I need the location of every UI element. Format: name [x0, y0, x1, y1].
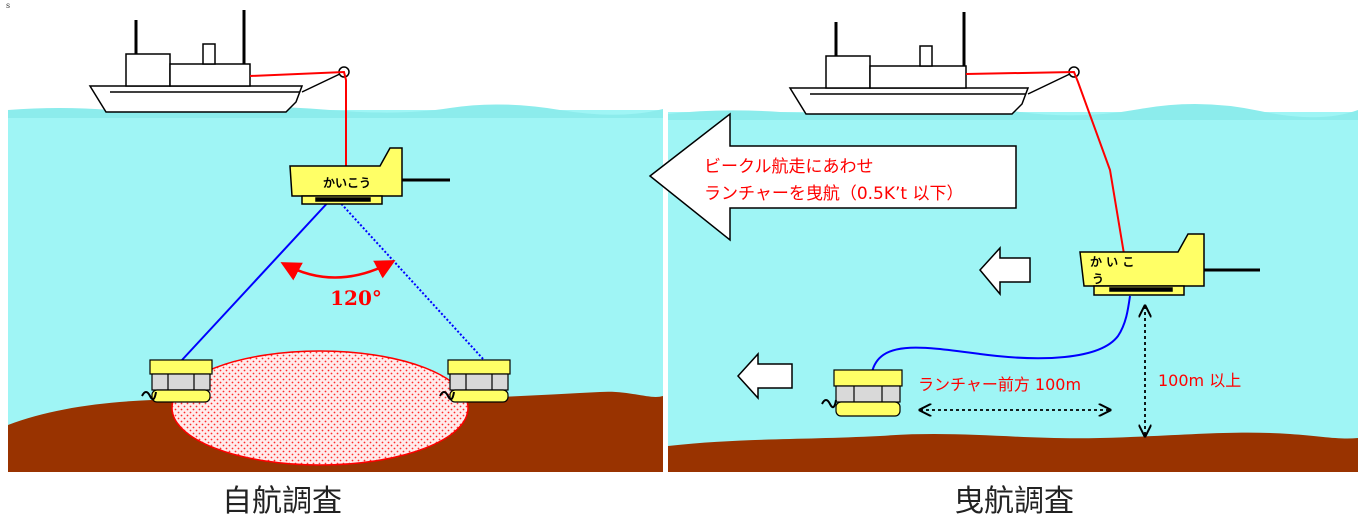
right-vehicle-label-line1: か い こ — [1090, 255, 1134, 269]
left-ship — [88, 10, 350, 113]
left-tow-cable — [249, 70, 347, 166]
angle-arc — [280, 260, 396, 281]
left-vehicle-label: かいこう — [323, 176, 371, 190]
caption-self-propelled: 自航調査 — [222, 484, 342, 519]
right-launcher-vehicle — [1079, 233, 1260, 296]
right-tether — [871, 295, 1131, 373]
left-vehicle-b — [439, 359, 511, 403]
caption-towed: 曳航調査 — [954, 484, 1074, 519]
left-wave-surface — [8, 104, 663, 118]
left-beam-solid — [181, 197, 333, 361]
direction-arrow-large — [648, 112, 1017, 242]
right-ship — [788, 12, 1080, 115]
arrow-text-line1: ビークル航走にあわせ — [704, 157, 874, 177]
forward-distance-label: ランチャー前方 100m — [918, 375, 1081, 394]
angle-label: 120° — [330, 286, 382, 310]
right-panel: ビークル航走にあわせ ランチャーを曳航（0.5K’t 以下） か い こ う ラ — [648, 12, 1358, 472]
right-vehicle — [821, 369, 903, 417]
right-tow-cable — [965, 70, 1125, 255]
survey-footprint — [171, 350, 469, 466]
right-seabed — [668, 432, 1358, 472]
right-vehicle-label-line2: う — [1092, 272, 1104, 286]
left-vehicle-a — [141, 359, 213, 403]
left-beam-dotted — [335, 197, 485, 361]
corner-mark: s — [6, 1, 11, 10]
arrow-text-line2: ランチャーを曳航（0.5K’t 以下） — [704, 184, 964, 204]
altitude-label: 100m 以上 — [1158, 371, 1241, 390]
direction-arrow-small-lower — [736, 352, 793, 400]
left-panel: 120° かいこう — [8, 10, 663, 472]
direction-arrow-small-upper — [979, 246, 1031, 297]
left-launcher-vehicle — [289, 147, 450, 205]
